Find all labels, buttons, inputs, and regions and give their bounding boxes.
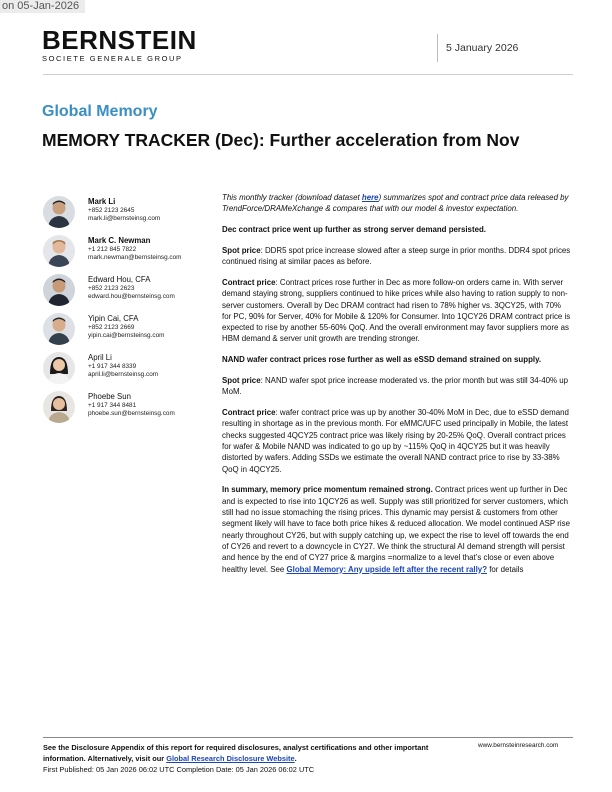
report-date: 5 January 2026 <box>437 34 518 62</box>
author-email[interactable]: mark.newman@bernsteinsg.com <box>88 254 182 262</box>
author-card: Mark C. Newman +1 212 845 7822 mark.newm… <box>43 235 218 269</box>
author-name: Yipin Cai, CFA <box>88 314 139 323</box>
report-title: MEMORY TRACKER (Dec): Further accelerati… <box>42 130 520 150</box>
nand-spot-text: : NAND wafer spot price increase moderat… <box>222 376 569 397</box>
intro-text-end: ) summarizes spot and contract price dat… <box>222 193 569 214</box>
author-card: Yipin Cai, CFA +852 2123 2669 yipin.cai@… <box>43 313 218 347</box>
author-email[interactable]: mark.li@bernsteinsg.com <box>88 215 161 223</box>
dram-contract-text: : Contract prices rose further in Dec as… <box>222 277 571 344</box>
author-email[interactable]: phoebe.sun@bernsteinsg.com <box>88 410 175 418</box>
author-name: Edward Hou, CFA <box>88 275 151 284</box>
author-photo-icon <box>43 352 75 384</box>
nand-heading: NAND wafer contract prices rose further … <box>222 355 542 365</box>
author-card: Edward Hou, CFA +852 2123 2623 edward.ho… <box>43 274 218 308</box>
author-name: Mark Li <box>88 197 116 206</box>
author-phone: +1 917 344 8481 <box>88 402 137 409</box>
author-phone: +852 2123 2645 <box>88 207 135 214</box>
author-photo-icon <box>43 313 75 345</box>
author-email[interactable]: edward.hou@bernsteinsg.com <box>88 293 175 301</box>
author-photo-icon <box>43 235 75 267</box>
author-photo-icon <box>43 274 75 306</box>
header-divider <box>43 74 573 75</box>
spot-label: Spot price <box>222 376 261 386</box>
author-name: Mark C. Newman <box>88 236 151 245</box>
author-name: April Li <box>88 353 112 362</box>
report-body: This monthly tracker (download dataset h… <box>222 192 572 584</box>
disclosure-website-link[interactable]: Global Research Disclosure Website <box>166 753 295 763</box>
author-photo-icon <box>43 196 75 228</box>
summary-paragraph: In summary, memory price momentum remain… <box>222 484 572 574</box>
related-report-link[interactable]: Global Memory: Any upside left after the… <box>286 564 488 574</box>
nand-contract-paragraph: Contract price: wafer contract price was… <box>222 407 572 475</box>
nand-contract-text: : wafer contract price was up by another… <box>222 408 569 474</box>
disclosure-end: . <box>294 753 297 763</box>
spot-label: Spot price <box>222 245 261 255</box>
disclosure-notice: See the Disclosure Appendix of this repo… <box>43 743 443 764</box>
footer-divider <box>43 737 573 738</box>
summary-text: Contract prices went up further in Dec a… <box>222 485 570 574</box>
timestamp-stamp: on 05-Jan-2026 <box>0 0 86 13</box>
dram-heading: Dec contract price went up further as st… <box>222 225 486 235</box>
bernstein-logo: BERNSTEIN SOCIETE GENERALE GROUP <box>42 27 197 63</box>
report-date-text: 5 January 2026 <box>446 42 519 54</box>
contract-label: Contract price <box>222 408 276 418</box>
dataset-link[interactable]: here <box>361 193 379 202</box>
author-card: April Li +1 917 344 8339 april.li@bernst… <box>43 352 218 386</box>
dram-spot-paragraph: Spot price: DDR5 spot price increase slo… <box>222 245 572 268</box>
publication-dates: First Published: 05 Jan 2026 06:02 UTC C… <box>43 765 315 774</box>
author-phone: +1 212 845 7822 <box>88 246 137 253</box>
dram-contract-paragraph: Contract price: Contract prices rose fur… <box>222 277 572 345</box>
logo-wordmark: BERNSTEIN <box>42 25 197 55</box>
disclosure-text: See the Disclosure Appendix of this repo… <box>43 743 429 763</box>
nand-spot-paragraph: Spot price: NAND wafer spot price increa… <box>222 375 572 398</box>
summary-lead: In summary, memory price momentum remain… <box>222 485 433 495</box>
author-phone: +852 2123 2669 <box>88 324 135 331</box>
author-email[interactable]: april.li@bernsteinsg.com <box>88 371 159 379</box>
website-url[interactable]: www.bernsteinresearch.com <box>478 742 559 749</box>
author-phone: +1 917 344 8339 <box>88 363 137 370</box>
author-photo-icon <box>43 391 75 423</box>
report-category: Global Memory <box>42 103 158 120</box>
author-card: Phoebe Sun +1 917 344 8481 phoebe.sun@be… <box>43 391 218 425</box>
author-name: Phoebe Sun <box>88 392 131 401</box>
author-card: Mark Li +852 2123 2645 mark.li@bernstein… <box>43 196 218 230</box>
contract-label: Contract price <box>222 277 276 287</box>
intro-paragraph: This monthly tracker (download dataset h… <box>222 192 572 215</box>
dram-spot-text: : DDR5 spot price increase slowed after … <box>222 245 571 267</box>
summary-end: for details <box>487 564 524 574</box>
logo-subtitle: SOCIETE GENERALE GROUP <box>42 54 183 63</box>
author-email[interactable]: yipin.cai@bernsteinsg.com <box>88 332 165 340</box>
author-phone: +852 2123 2623 <box>88 285 135 292</box>
intro-text: This monthly tracker (download dataset <box>222 193 362 202</box>
